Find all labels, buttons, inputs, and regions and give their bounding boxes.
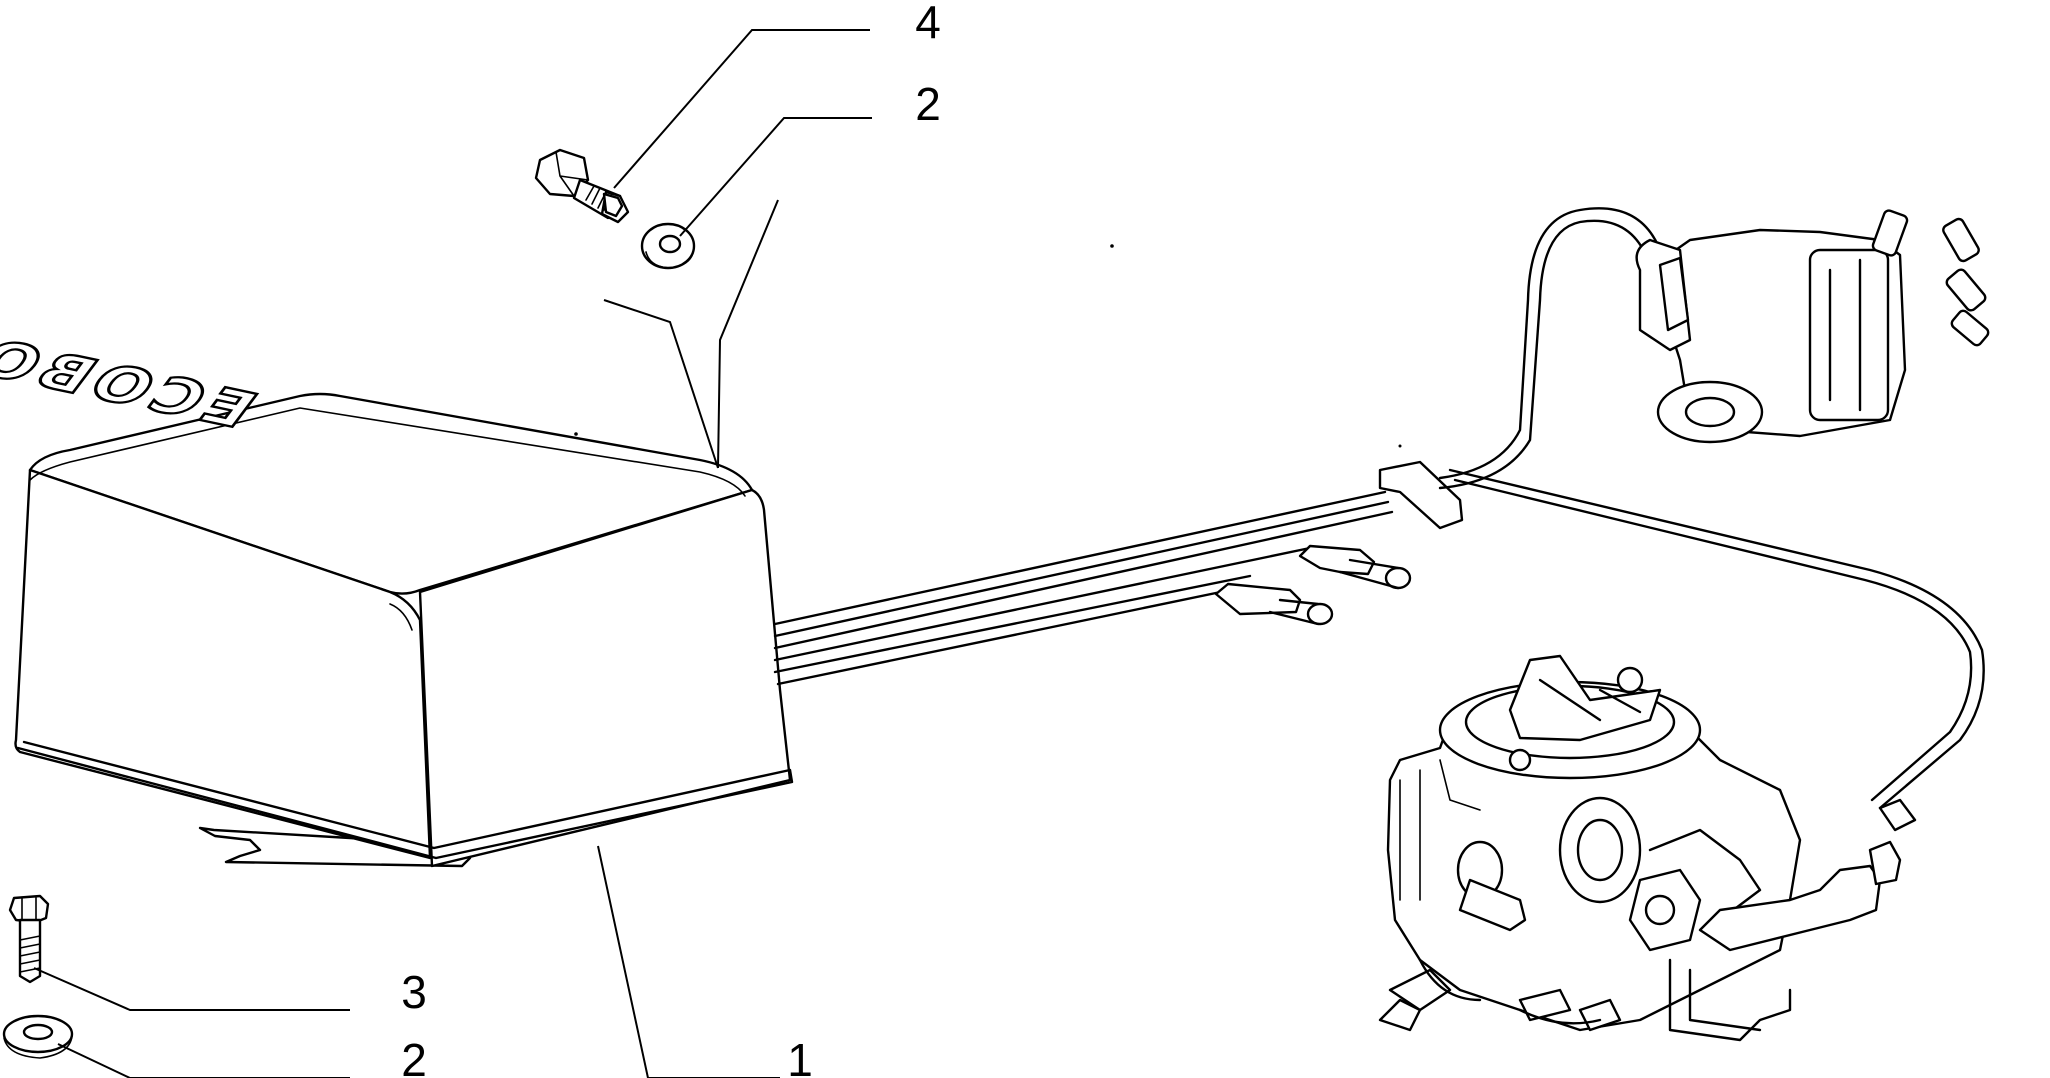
distributor <box>1635 209 1990 444</box>
washer-top <box>640 222 696 270</box>
ecobox-side-face <box>418 488 792 868</box>
mounting-guide-line <box>603 299 719 469</box>
ecobox-front-face <box>14 468 432 860</box>
callout-1-bottom: 1 <box>787 1034 813 1078</box>
carburetor <box>1378 654 1917 1042</box>
callout-2-bottom: 2 <box>401 1034 427 1078</box>
wiring-harness <box>773 207 1985 810</box>
harness-clamp <box>1378 460 1464 530</box>
mounting-guide-line-2 <box>717 199 779 469</box>
ecobox-logo: ECOBOX <box>0 318 269 439</box>
bolt-bottom <box>8 894 50 984</box>
leader-4-top <box>613 29 870 189</box>
leader-2-bottom <box>57 1043 350 1078</box>
callout-3-bottom: 3 <box>401 966 427 1018</box>
vacuum-connector-upper <box>1298 544 1412 590</box>
bolt-top <box>534 148 630 224</box>
leader-1-bottom <box>597 845 780 1078</box>
callout-2-top: 2 <box>915 78 941 130</box>
callout-4-top: 4 <box>915 0 941 48</box>
washer-bottom <box>2 1014 74 1059</box>
leader-2-top <box>679 117 872 237</box>
ecobox-control-unit: ECOBOX <box>0 317 794 868</box>
vacuum-connector-lower <box>1214 582 1334 626</box>
leader-3-bottom <box>33 967 350 1011</box>
ecobox-top-face <box>28 392 754 595</box>
ecobox-flange <box>16 740 794 860</box>
